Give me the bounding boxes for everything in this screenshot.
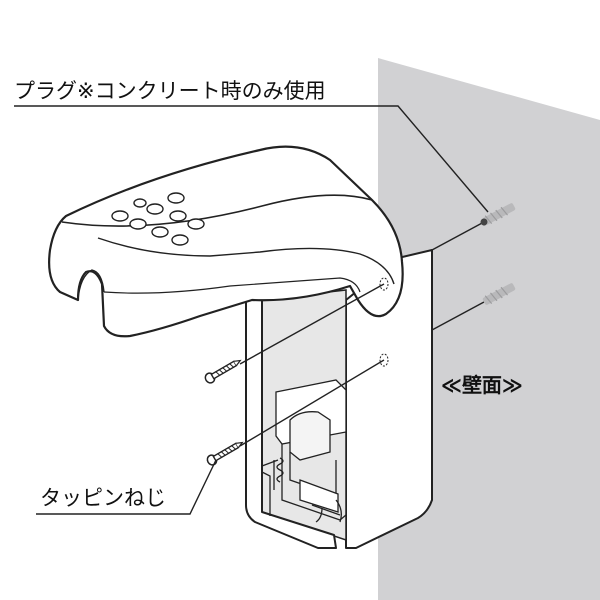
vent-hole bbox=[146, 203, 164, 215]
hood-front-edge bbox=[97, 237, 395, 285]
inner-mechanism bbox=[261, 379, 347, 523]
hood-ridge bbox=[61, 194, 373, 227]
vent-hole bbox=[167, 192, 185, 204]
wall-panel bbox=[378, 58, 600, 600]
vent-hole bbox=[111, 210, 129, 222]
vent-hole bbox=[129, 218, 147, 230]
cover-side-panel bbox=[345, 249, 433, 549]
hood-notch bbox=[77, 269, 105, 301]
screw-guide-line-lower bbox=[239, 359, 385, 447]
vent-hole bbox=[133, 198, 147, 208]
wall-plug-lower bbox=[482, 283, 516, 305]
cover-stem bbox=[245, 299, 337, 549]
vent-holes bbox=[111, 192, 205, 246]
plug-guide-line-upper bbox=[431, 221, 485, 251]
vent-hole bbox=[151, 226, 169, 238]
tapping-screw-lower bbox=[206, 441, 244, 466]
wall-label: ≪壁面≫ bbox=[441, 373, 523, 397]
vent-hole bbox=[169, 210, 187, 222]
tapping-screw-upper bbox=[204, 359, 242, 384]
screw-leader-line bbox=[36, 459, 217, 515]
tapping-screw-label: タッピンねじ bbox=[40, 486, 166, 510]
plug-note-label: プラグ※コンクリート時のみ使用 bbox=[14, 79, 326, 103]
wall-plug-upper bbox=[480, 203, 516, 226]
vent-hole bbox=[171, 234, 189, 246]
plug-guide-line-lower bbox=[431, 301, 485, 331]
plug-leader-line bbox=[14, 105, 489, 213]
hood-front-lower bbox=[103, 277, 361, 294]
screw-guide-line-upper bbox=[239, 283, 385, 365]
vent-hole bbox=[187, 218, 205, 230]
